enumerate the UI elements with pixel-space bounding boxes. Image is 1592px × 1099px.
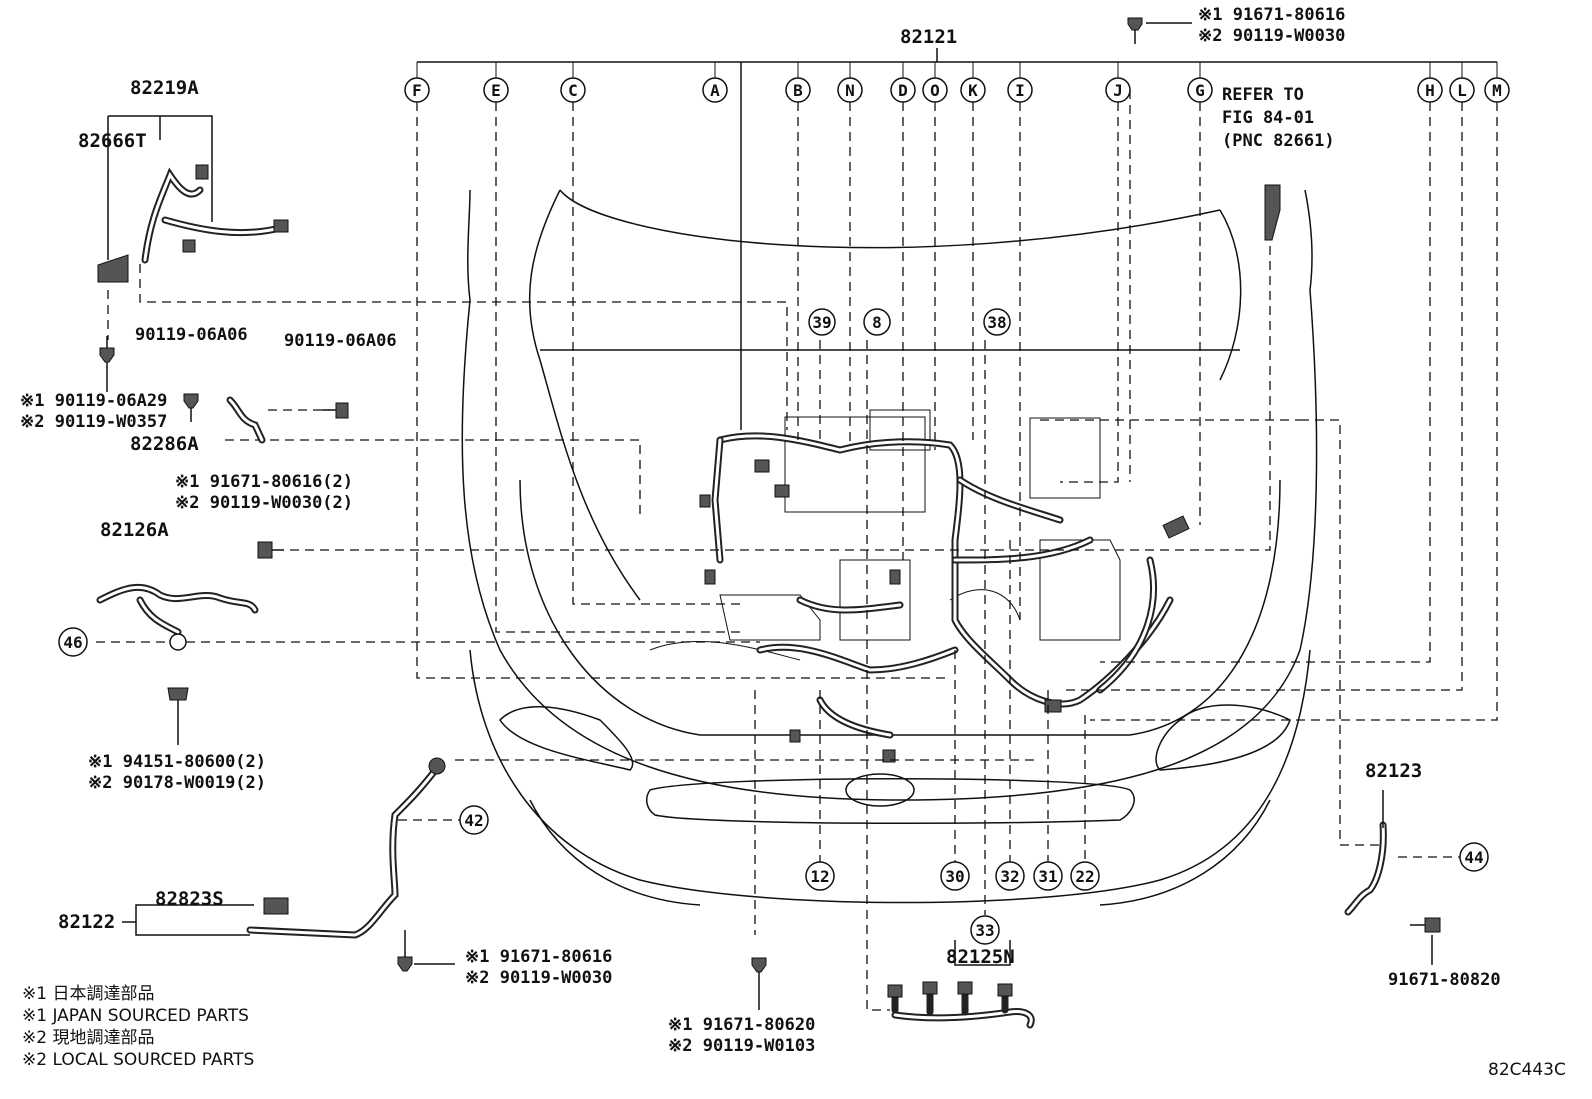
- callout-o: O: [922, 77, 948, 103]
- callout-39: 39: [808, 308, 836, 336]
- callout-12: 12: [805, 861, 835, 891]
- figure-code: 82C443C: [1488, 1060, 1566, 1080]
- callout-k: K: [960, 77, 986, 103]
- note-3: ※2 現地調達部品: [22, 1028, 154, 1048]
- callout-e: E: [483, 77, 509, 103]
- label-82125n: 82125N: [946, 946, 1015, 968]
- label-82122: 82122: [58, 911, 115, 933]
- label-82123: 82123: [1365, 760, 1422, 782]
- fastener-left-bolt-2: ※2 90119-W0357: [20, 412, 167, 432]
- letter-callouts: F E C A B N D O K I J G H L M: [404, 77, 1510, 103]
- callout-42: 42: [459, 805, 489, 835]
- fastener-labels: ※1 91671-80616 ※2 90119-W0030 ※1 90119-0…: [20, 5, 1345, 1056]
- svg-text:L: L: [1457, 81, 1467, 100]
- fastener-bottom-center-2: ※2 90119-W0103: [668, 1036, 815, 1056]
- callout-22: 22: [1070, 861, 1100, 891]
- fastener-left-mid-2: ※2 90119-W0030(2): [175, 493, 353, 513]
- callout-33: 33: [970, 915, 1000, 945]
- svg-text:E: E: [491, 81, 501, 100]
- svg-text:22: 22: [1075, 867, 1094, 886]
- fastener-bottom-left-2: ※2 90119-W0030: [465, 968, 612, 988]
- svg-text:44: 44: [1464, 848, 1483, 867]
- component-drawings: [96, 17, 1441, 1029]
- callout-i: I: [1007, 77, 1033, 103]
- svg-text:G: G: [1195, 81, 1205, 100]
- svg-text:B: B: [793, 81, 803, 100]
- label-82286a: 82286A: [130, 433, 199, 455]
- refer-line-2: FIG 84-01: [1222, 108, 1314, 128]
- note-1: ※1 日本調達部品: [22, 984, 154, 1004]
- callout-n: N: [837, 77, 863, 103]
- svg-text:D: D: [898, 81, 908, 100]
- callout-m: M: [1484, 77, 1510, 103]
- callout-g: G: [1187, 77, 1213, 103]
- refer-line-3: (PNC 82661): [1222, 131, 1335, 151]
- callout-38: 38: [983, 308, 1011, 336]
- label-82126a: 82126A: [100, 519, 169, 541]
- svg-text:46: 46: [63, 633, 82, 652]
- label-90119-06a06-left: 90119-06A06: [135, 325, 248, 345]
- callout-46: 46: [58, 627, 88, 657]
- svg-text:42: 42: [464, 811, 483, 830]
- svg-text:O: O: [930, 81, 940, 100]
- svg-text:39: 39: [812, 313, 831, 332]
- label-82219a: 82219A: [130, 77, 199, 99]
- svg-text:J: J: [1113, 81, 1123, 100]
- callout-8: 8: [863, 308, 891, 336]
- svg-text:C: C: [568, 81, 578, 100]
- fastener-top-1: ※1 91671-80616: [1198, 5, 1345, 25]
- svg-text:30: 30: [945, 867, 964, 886]
- callout-a: A: [702, 77, 728, 103]
- svg-text:A: A: [710, 81, 720, 100]
- vehicle-outline: [461, 189, 1318, 906]
- callout-44: 44: [1459, 842, 1489, 872]
- label-91671-80820: 91671-80820: [1388, 970, 1501, 990]
- svg-text:32: 32: [1000, 867, 1019, 886]
- label-82666t: 82666T: [78, 130, 147, 152]
- callout-30: 30: [940, 861, 970, 891]
- fastener-bottom-left-1: ※1 91671-80616: [465, 947, 612, 967]
- callout-j: J: [1105, 77, 1131, 103]
- svg-text:H: H: [1425, 81, 1435, 100]
- callout-c: C: [560, 77, 586, 103]
- svg-text:N: N: [845, 81, 855, 100]
- callout-31: 31: [1033, 861, 1063, 891]
- svg-text:I: I: [1015, 81, 1025, 100]
- sourcing-notes: ※1 日本調達部品 ※1 JAPAN SOURCED PARTS ※2 現地調達…: [22, 984, 254, 1070]
- callout-h: H: [1417, 77, 1443, 103]
- number-callouts: 39 8 38 46 42 44 12 30 32 31 22 33: [58, 308, 1489, 945]
- svg-text:38: 38: [987, 313, 1006, 332]
- fastener-left-clip-2: ※2 90178-W0019(2): [88, 773, 266, 793]
- callout-f: F: [404, 77, 430, 103]
- callout-l: L: [1449, 77, 1475, 103]
- fastener-left-mid-1: ※1 91671-80616(2): [175, 472, 353, 492]
- label-82823s: 82823S: [155, 888, 224, 910]
- svg-text:M: M: [1492, 81, 1502, 100]
- note-4: ※2 LOCAL SOURCED PARTS: [22, 1050, 254, 1070]
- svg-text:33: 33: [975, 921, 994, 940]
- svg-text:F: F: [412, 81, 422, 100]
- svg-text:12: 12: [810, 867, 829, 886]
- svg-text:31: 31: [1038, 867, 1057, 886]
- fastener-left-bolt-1: ※1 90119-06A29: [20, 391, 167, 411]
- label-90119-06a06-right: 90119-06A06: [284, 331, 397, 351]
- callout-b: B: [785, 77, 811, 103]
- fastener-bottom-center-1: ※1 91671-80620: [668, 1015, 815, 1035]
- svg-text:K: K: [968, 81, 978, 100]
- note-2: ※1 JAPAN SOURCED PARTS: [22, 1006, 249, 1026]
- fastener-top-2: ※2 90119-W0030: [1198, 26, 1345, 46]
- svg-text:8: 8: [872, 313, 882, 332]
- label-82121: 82121: [900, 26, 957, 48]
- callout-32: 32: [995, 861, 1025, 891]
- part-labels: 82121 82219A 82666T 90119-06A06 90119-06…: [58, 26, 1501, 990]
- refer-line-1: REFER TO: [1222, 85, 1304, 105]
- main-harness-routing: [699, 432, 1190, 763]
- leader-lines: [96, 48, 1498, 1011]
- engine-bay-components: [649, 409, 1121, 661]
- callout-d: D: [890, 77, 916, 103]
- fastener-left-clip-1: ※1 94151-80600(2): [88, 752, 266, 772]
